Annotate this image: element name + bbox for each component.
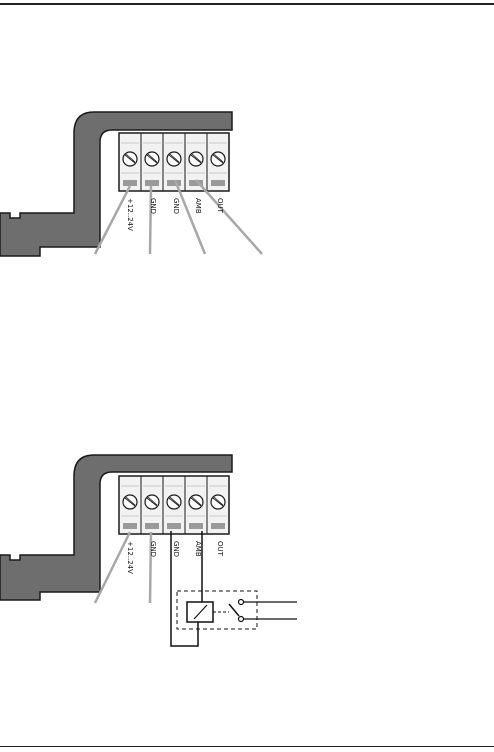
terminal-tab <box>123 523 137 529</box>
terminal-tab <box>167 523 181 529</box>
terminal-label: GND <box>172 198 180 214</box>
relay-coil-with-switch-icon <box>177 591 297 629</box>
terminal-tab <box>145 523 159 529</box>
terminal-block <box>119 133 229 191</box>
terminal-label: GND <box>149 541 157 557</box>
terminal-label: AMB <box>194 198 202 214</box>
terminal-label: +12..24V <box>126 541 134 574</box>
relay-contact-terminal <box>239 617 244 622</box>
terminal-tab <box>145 180 159 186</box>
terminal-label: OUT <box>216 541 224 557</box>
terminal-tab <box>123 180 137 186</box>
terminal-label: GND <box>149 198 157 214</box>
terminal-wiring-diagram-top: +12..24V GND GND AMB OUT <box>0 112 262 256</box>
terminal-wiring-diagram-bottom: +12..24V GND GND AMB OUT <box>0 455 297 646</box>
terminal-tab <box>189 523 203 529</box>
terminal-label: +12..24V <box>126 198 134 231</box>
terminal-labels: +12..24V GND GND AMB OUT <box>126 198 224 231</box>
relay-switch-contact <box>229 604 239 616</box>
terminal-tab <box>167 180 181 186</box>
terminal-labels: +12..24V GND GND AMB OUT <box>126 541 224 574</box>
terminal-tab <box>211 180 225 186</box>
relay-contact-terminal <box>239 600 244 605</box>
terminal-tab <box>211 523 225 529</box>
wire-gnd <box>150 186 151 254</box>
terminal-label: AMB <box>194 541 202 557</box>
terminal-label: OUT <box>216 198 224 214</box>
terminal-block <box>119 476 229 534</box>
terminal-label: GND <box>172 541 180 557</box>
